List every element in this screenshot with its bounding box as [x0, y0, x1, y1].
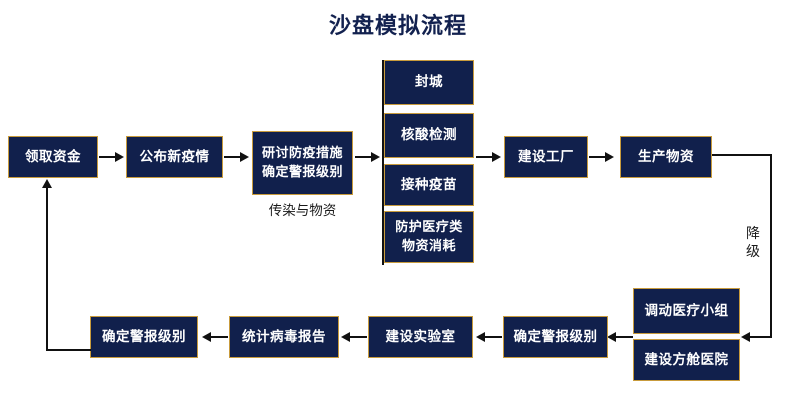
connector-factory-to-produce	[589, 156, 607, 158]
arrowhead-funds-to-announce	[115, 152, 124, 162]
arrowhead-discuss-to-stack	[371, 152, 380, 162]
node-confirm-alert-level-left[interactable]: 确定警报级别	[90, 316, 198, 358]
node-discuss-measures[interactable]: 研讨防疫措施 确定警报级别	[252, 131, 353, 195]
connector-stack-spine	[382, 60, 384, 265]
node-build-shelter-hospital[interactable]: 建设方舱医院	[633, 339, 740, 381]
arrowhead-lab-to-report	[341, 332, 350, 342]
connector-return-up	[46, 188, 48, 351]
connector-announce-to-discuss	[224, 156, 241, 158]
connector-report-to-confirm	[210, 336, 228, 338]
connector-discuss-to-stack	[355, 156, 373, 158]
node-set-alert-level-bottom[interactable]: 确定警报级别	[503, 316, 608, 358]
label-downgrade: 降级	[746, 225, 760, 259]
connector-funds-to-announce	[99, 156, 116, 158]
node-nucleic-acid-test[interactable]: 核酸检测	[384, 113, 474, 158]
connector-lab-to-report	[349, 336, 367, 338]
node-receive-funds[interactable]: 领取资金	[8, 136, 98, 178]
arrowhead-announce-to-discuss	[240, 152, 249, 162]
arrowhead-medical-to-alert	[607, 332, 616, 342]
arrowhead-right-to-medical-team	[741, 332, 750, 342]
connector-alert-to-lab	[484, 336, 502, 338]
node-mobilize-medical-team[interactable]: 调动医疗小组	[633, 288, 740, 334]
arrowhead-alert-to-lab	[476, 332, 485, 342]
connector-right-down	[770, 154, 772, 338]
arrowhead-report-to-confirm	[202, 332, 211, 342]
page-title: 沙盘模拟流程	[328, 13, 467, 38]
arrowhead-factory-to-produce	[605, 152, 614, 162]
node-vaccination[interactable]: 接种疫苗	[384, 164, 474, 206]
connector-confirm-left	[46, 349, 91, 351]
arrowhead-return-to-funds	[42, 179, 52, 188]
node-lockdown[interactable]: 封城	[384, 60, 474, 105]
node-virus-report[interactable]: 统计病毒报告	[229, 316, 339, 358]
connector-right-to-medical-team	[748, 336, 772, 338]
node-medical-supply-consumption[interactable]: 防护医疗类 物资消耗	[384, 211, 474, 263]
connector-medical-to-alert	[615, 336, 633, 338]
arrowhead-stack-to-factory	[492, 152, 501, 162]
node-build-lab[interactable]: 建设实验室	[368, 316, 473, 358]
node-announce-epidemic[interactable]: 公布新疫情	[126, 136, 223, 178]
connector-stack-to-factory	[476, 156, 494, 158]
label-infection-and-supplies: 传染与物资	[268, 203, 337, 218]
node-build-factory[interactable]: 建设工厂	[504, 136, 588, 178]
connector-produce-right	[712, 154, 772, 156]
node-produce-supplies[interactable]: 生产物资	[620, 136, 712, 178]
